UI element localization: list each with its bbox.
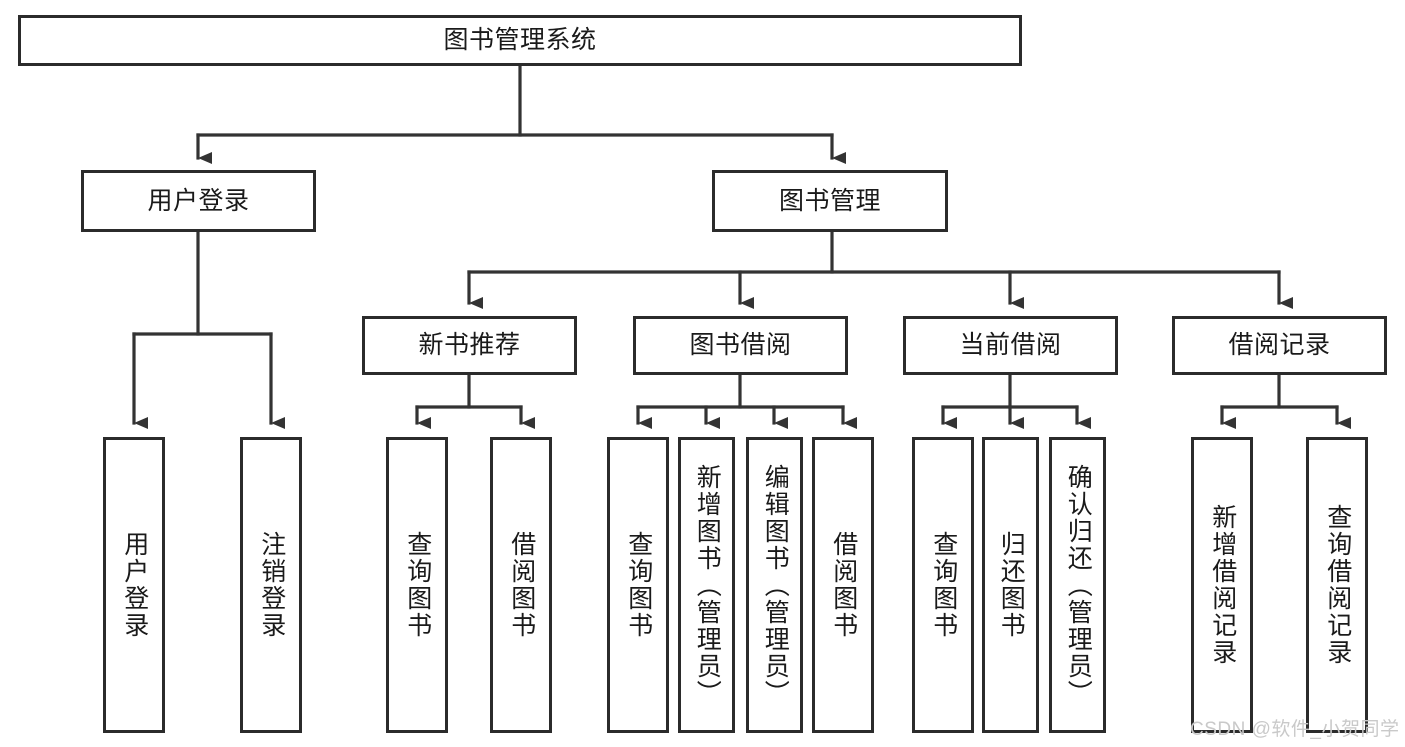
node-label: 归还图书 (997, 531, 1026, 639)
node-label: 查询图书 (929, 531, 958, 639)
node-label: 新书推荐 (418, 331, 521, 359)
leaf-query-borrow-record[interactable]: 查询借阅记录 (1306, 437, 1368, 733)
leaf-edit-book-admin[interactable]: 编辑图书（管理员） (746, 437, 803, 733)
node-label: 借阅记录 (1228, 331, 1331, 359)
node-borrow-record[interactable]: 借阅记录 (1172, 316, 1387, 375)
leaf-borrow-book[interactable]: 借阅图书 (812, 437, 874, 733)
leaf-add-borrow-record[interactable]: 新增借阅记录 (1191, 437, 1253, 733)
node-label: 新增图书（管理员） (693, 463, 722, 707)
node-label: 确认归还（管理员） (1064, 463, 1093, 707)
node-user-login[interactable]: 用户登录 (81, 170, 316, 232)
node-label: 用户登录 (120, 531, 149, 639)
node-label: 借阅图书 (507, 531, 536, 639)
node-label: 查询图书 (403, 531, 432, 639)
node-book-borrow[interactable]: 图书借阅 (633, 316, 848, 375)
node-label: 新增借阅记录 (1208, 504, 1237, 666)
leaf-query-book-recommend[interactable]: 查询图书 (386, 437, 448, 733)
leaf-query-book-current[interactable]: 查询图书 (912, 437, 974, 733)
leaf-logout[interactable]: 注销登录 (240, 437, 302, 733)
leaf-confirm-return-admin[interactable]: 确认归还（管理员） (1049, 437, 1106, 733)
node-label: 图书管理系统 (443, 26, 597, 54)
leaf-query-book-borrow[interactable]: 查询图书 (607, 437, 669, 733)
leaf-user-login[interactable]: 用户登录 (103, 437, 165, 733)
csdn-watermark: CSDN @软件_小贺同学 (1190, 719, 1400, 740)
node-book-management[interactable]: 图书管理 (712, 170, 948, 232)
node-label: 用户登录 (147, 186, 250, 215)
node-label: 查询图书 (624, 531, 653, 639)
node-label: 图书借阅 (689, 331, 792, 359)
node-label: 当前借阅 (959, 331, 1062, 359)
leaf-borrow-book-recommend[interactable]: 借阅图书 (490, 437, 552, 733)
node-label: 图书管理 (778, 186, 881, 215)
node-current-borrow[interactable]: 当前借阅 (903, 316, 1118, 375)
leaf-add-book-admin[interactable]: 新增图书（管理员） (678, 437, 735, 733)
node-label: 查询借阅记录 (1323, 504, 1352, 666)
node-label: 注销登录 (257, 531, 286, 639)
node-label: 编辑图书（管理员） (761, 463, 790, 707)
node-label: 借阅图书 (829, 531, 858, 639)
leaf-return-book[interactable]: 归还图书 (982, 437, 1039, 733)
node-new-book-recommend[interactable]: 新书推荐 (362, 316, 577, 375)
node-root-book-management-system[interactable]: 图书管理系统 (18, 15, 1022, 66)
